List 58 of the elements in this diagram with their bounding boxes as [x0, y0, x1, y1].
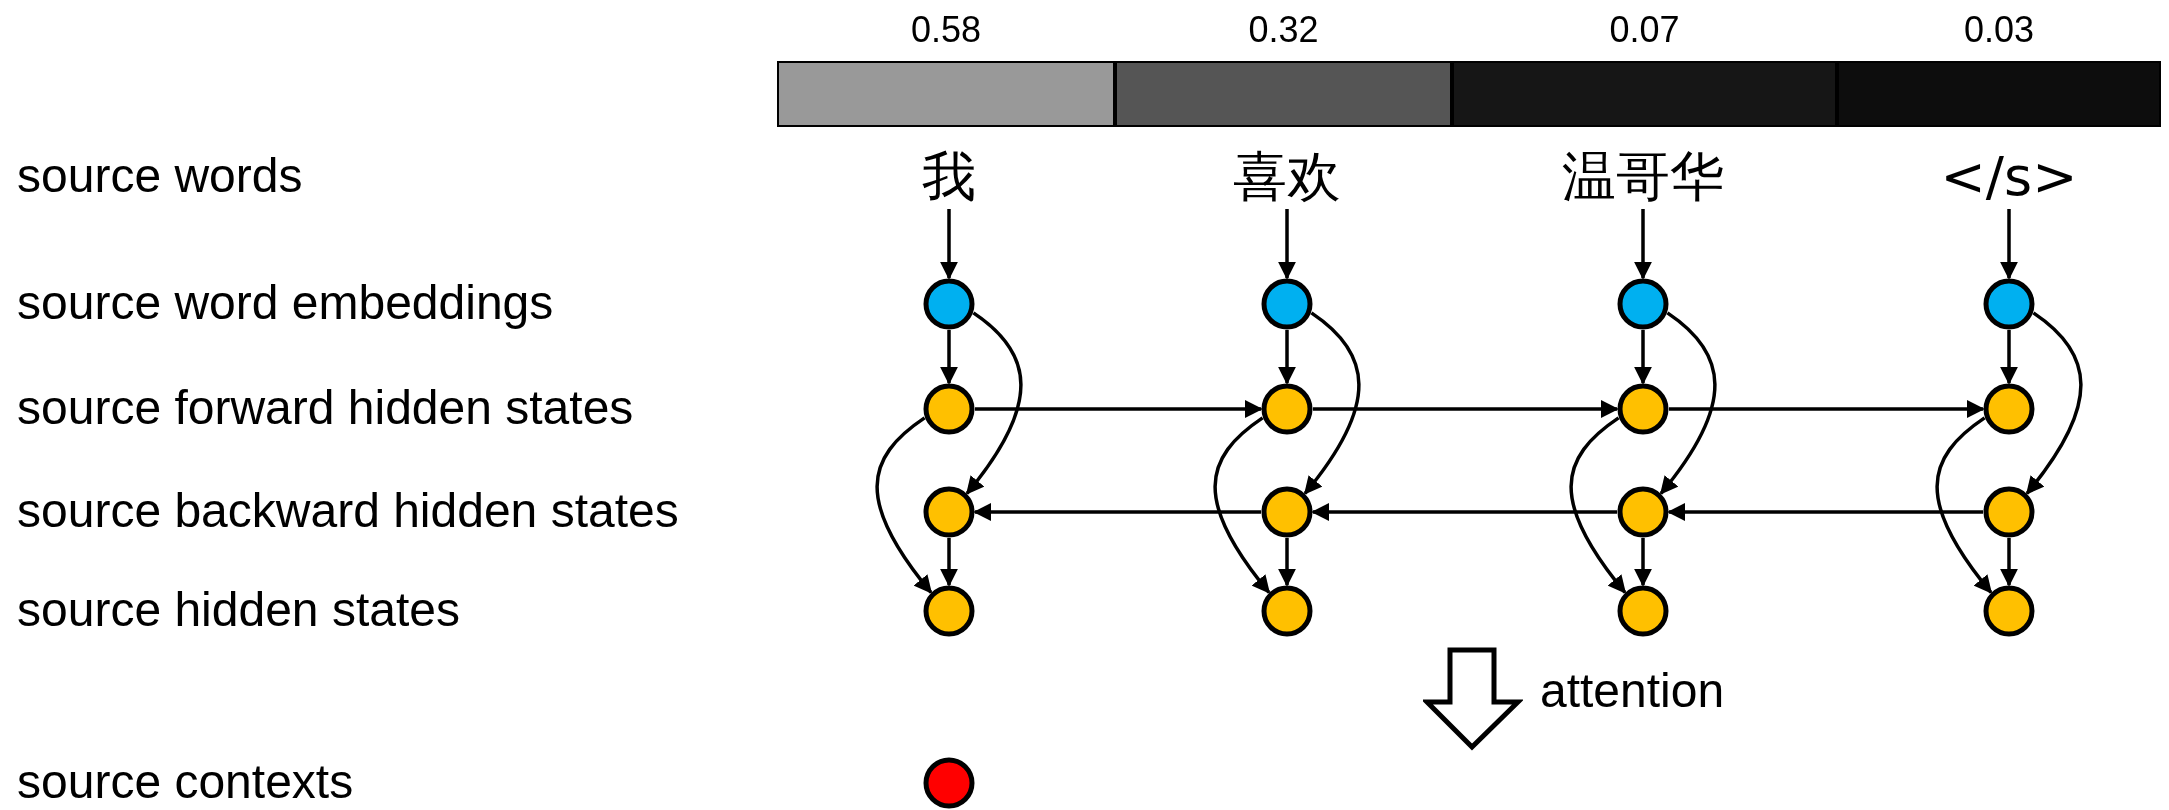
arrow	[1569, 416, 1627, 594]
row-label: source hidden states	[17, 582, 460, 638]
row-label: source backward hidden states	[17, 483, 679, 539]
arrow	[1311, 503, 1617, 521]
hidden-state-node	[1981, 484, 2037, 540]
arrow	[2000, 330, 2018, 385]
hidden-state-node	[921, 484, 977, 540]
arrow	[1667, 503, 1983, 521]
hidden-state-node	[1259, 583, 1315, 639]
arrow	[2000, 209, 2018, 280]
embedding-node	[1981, 276, 2037, 332]
hidden-state-node	[1981, 381, 2037, 437]
arrow	[1935, 416, 1993, 594]
arrow	[1669, 400, 1985, 418]
arrow	[875, 416, 933, 594]
arrow	[975, 400, 1263, 418]
arrow	[1303, 311, 1361, 495]
source-word: 温哥华	[1493, 145, 1793, 209]
hidden-state-node	[1615, 484, 1671, 540]
weight-value: 0.58	[909, 8, 983, 52]
hidden-state-node	[1981, 583, 2037, 639]
arrow	[1634, 538, 1652, 587]
arrow	[2025, 311, 2083, 495]
arrow	[2000, 538, 2018, 587]
weight-value: 0.07	[1608, 8, 1681, 52]
arrow	[973, 503, 1261, 521]
arrow	[1634, 330, 1652, 385]
embedding-node	[1615, 276, 1671, 332]
hidden-state-node	[921, 583, 977, 639]
arrow	[1634, 209, 1652, 280]
row-label: source words	[17, 148, 303, 204]
hidden-state-node	[1615, 381, 1671, 437]
arrow	[940, 330, 958, 385]
row-label: source word embeddings	[17, 275, 554, 331]
attention-label: attention	[1540, 663, 1725, 719]
arrow	[1659, 311, 1717, 495]
arrow	[940, 209, 958, 280]
source-word: </s>	[1859, 145, 2159, 209]
row-label: source forward hidden states	[17, 380, 634, 436]
weight-value: 0.03	[1962, 8, 2036, 52]
arrow	[1278, 330, 1296, 385]
hidden-state-node	[1259, 484, 1315, 540]
hidden-state-node	[1615, 583, 1671, 639]
context-node	[921, 755, 977, 810]
arrow	[1278, 209, 1296, 280]
weight-value: 0.32	[1247, 8, 1320, 52]
arrow	[1278, 538, 1296, 587]
source-word: 我	[799, 145, 1099, 209]
arrow	[965, 311, 1023, 495]
row-label: source contexts	[17, 754, 354, 810]
embedding-node	[921, 276, 977, 332]
embedding-node	[1259, 276, 1315, 332]
arrow	[1313, 400, 1619, 418]
arrow	[1213, 416, 1271, 594]
arrow	[940, 538, 958, 587]
hidden-state-node	[1259, 381, 1315, 437]
hidden-state-node	[921, 381, 977, 437]
source-word: 喜欢	[1137, 145, 1437, 209]
